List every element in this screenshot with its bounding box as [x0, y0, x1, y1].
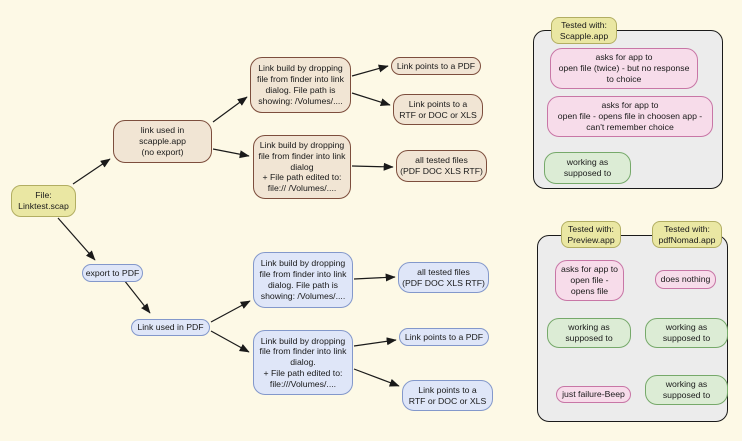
arrow-line: [212, 96, 248, 123]
node-export-to-pdf[interactable]: export to PDF: [82, 264, 143, 282]
label-tested-with-pdfnomad[interactable]: Tested with: pdfNomad.app: [652, 221, 722, 248]
arrow-line: [353, 337, 397, 347]
arrow-line: [353, 368, 400, 387]
node-all-tested-files-scapple[interactable]: all tested files (PDF DOC XLS RTF): [396, 150, 487, 182]
result-preview-failure-beep[interactable]: just failure-Beep: [556, 386, 631, 403]
label-tested-with-scapple[interactable]: Tested with: Scapple.app: [551, 17, 617, 44]
result-preview-opens-file[interactable]: asks for app to open file - opens file: [555, 260, 624, 301]
result-scapple-no-response[interactable]: asks for app to open file (twice) - but …: [550, 48, 698, 89]
arrow-line: [210, 300, 251, 323]
result-pdfnomad-working-2[interactable]: working as supposed to: [645, 375, 728, 405]
node-link-points-rtf-pdf[interactable]: Link points to a RTF or DOC or XLS: [402, 380, 493, 411]
node-all-tested-files-pdf[interactable]: all tested files (PDF DOC XLS RTF): [398, 262, 489, 293]
node-link-build-edited-scapple[interactable]: Link build by dropping file from finder …: [253, 135, 351, 199]
node-file[interactable]: File: Linktest.scap: [11, 185, 76, 217]
result-pdfnomad-does-nothing[interactable]: does nothing: [655, 270, 716, 289]
arrow-line: [353, 273, 396, 282]
result-pdfnomad-working-1[interactable]: working as supposed to: [645, 318, 728, 348]
arrow-line: [210, 330, 250, 353]
arrow-line: [212, 148, 250, 159]
result-scapple-working[interactable]: working as supposed to: [544, 152, 631, 184]
arrow-line: [351, 64, 389, 77]
node-link-points-rtf-scapple[interactable]: Link points to a RTF or DOC or XLS: [393, 94, 483, 125]
arrow-line: [57, 217, 96, 261]
node-link-points-pdf-pdf[interactable]: Link points to a PDF: [399, 328, 489, 346]
node-link-build-showing-pdf[interactable]: Link build by dropping file from finder …: [253, 252, 353, 308]
arrow-line: [351, 162, 394, 171]
node-link-used-in-pdf[interactable]: Link used in PDF: [131, 319, 210, 336]
node-link-build-edited-pdf[interactable]: Link build by dropping file from finder …: [253, 330, 353, 395]
node-link-build-showing-scapple[interactable]: Link build by dropping file from finder …: [250, 57, 351, 113]
result-preview-working[interactable]: working as supposed to: [547, 318, 631, 348]
label-tested-with-preview[interactable]: Tested with: Preview.app: [561, 221, 621, 248]
arrow-line: [351, 92, 391, 107]
node-link-used-in-scapple[interactable]: link used in scapple.app (no export): [113, 120, 212, 163]
arrow-line: [123, 279, 151, 314]
arrow-line: [72, 158, 111, 185]
node-link-points-pdf-scapple[interactable]: Link points to a PDF: [391, 57, 481, 75]
result-scapple-cant-remember[interactable]: asks for app to open file - opens file i…: [547, 96, 713, 137]
